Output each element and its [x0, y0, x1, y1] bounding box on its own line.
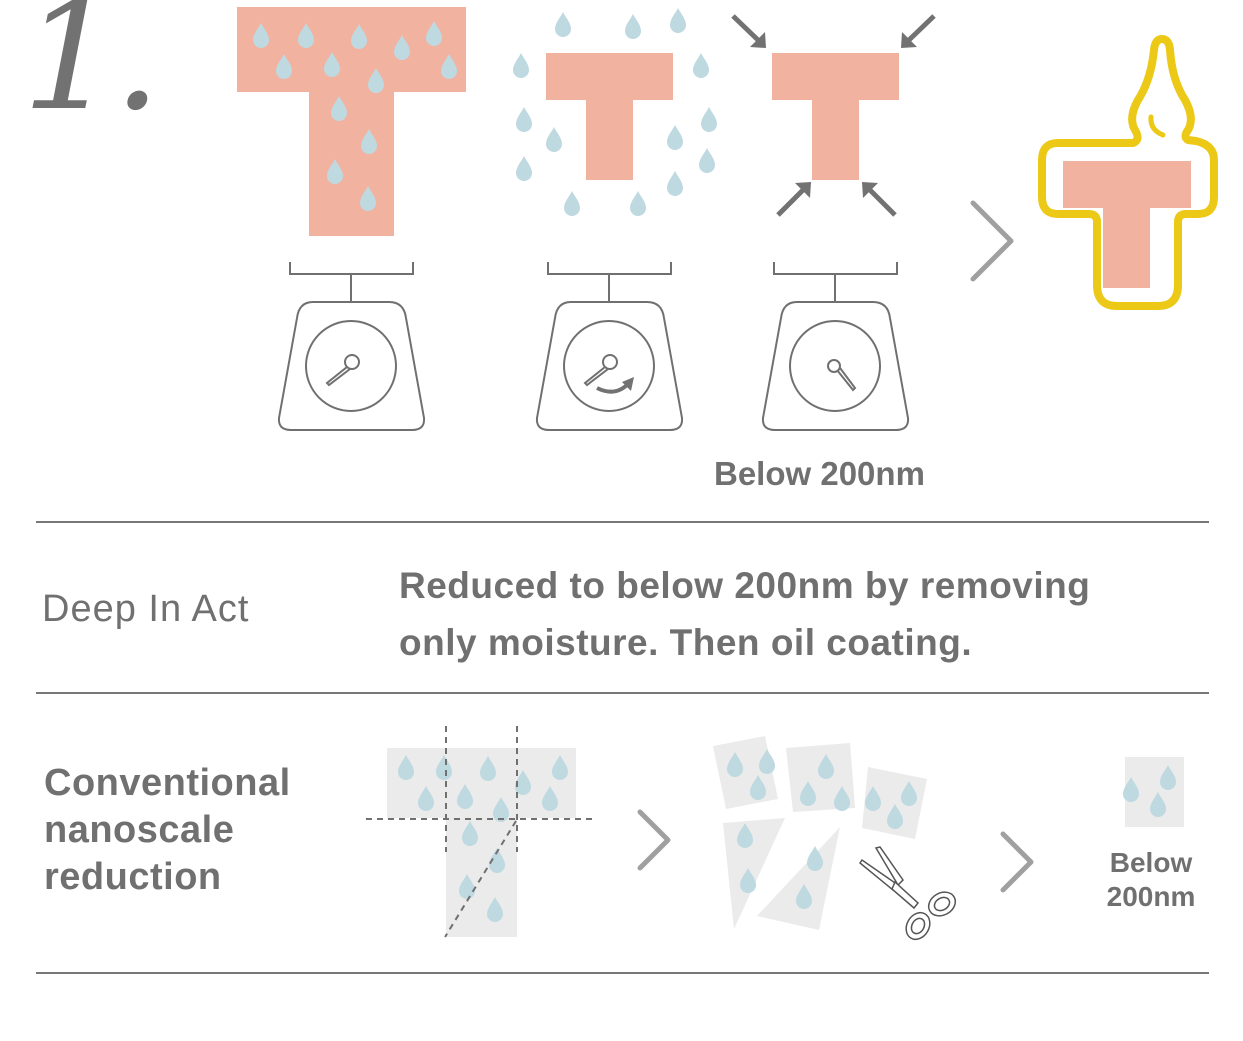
material-t-shape: [237, 7, 466, 236]
droplet-icon: [667, 125, 683, 150]
deep-in-act-label: Deep In Act: [42, 588, 250, 630]
droplet-icon: [513, 53, 529, 78]
cut-lines: [366, 726, 597, 938]
chevron-right-icon: [1000, 831, 1034, 893]
conventional-result-label: Below 200nm: [1090, 846, 1212, 914]
arrow-in-icon: [901, 14, 936, 48]
label-line: 200nm: [1106, 881, 1196, 912]
conventional-result-piece: [1123, 757, 1184, 827]
stage-moisture-removal: [513, 8, 717, 216]
divider: [36, 972, 1209, 974]
weight-decrease-arrow-icon: [596, 382, 630, 394]
label-line: Below: [1109, 847, 1193, 878]
droplet-icon: [630, 191, 646, 216]
sheet-piece: [757, 827, 840, 930]
scales: [277, 262, 910, 431]
flame-inner-icon: [1148, 114, 1166, 138]
droplet-icon: [564, 191, 580, 216]
stage-oil-coating: [1038, 35, 1218, 310]
sheet-piece: [723, 818, 785, 929]
conventional-cut-pieces: [713, 736, 957, 941]
scissors-icon: [858, 846, 957, 941]
arrow-in-icon: [776, 182, 811, 217]
label-line: nanoscale: [44, 809, 235, 851]
material-t-shape: [772, 53, 899, 180]
result-size-label: Below 200nm: [714, 455, 925, 492]
material-t-shape: [1063, 161, 1191, 288]
droplet-icon: [516, 156, 532, 181]
chevron-right-icon: [970, 200, 1014, 282]
conventional-label: Conventional nanoscale reduction: [44, 760, 291, 901]
flame-outline-icon: [1038, 35, 1218, 310]
material-t-shape: [546, 53, 673, 180]
arrow-in-icon: [731, 14, 766, 48]
scale-icon: [277, 262, 426, 431]
divider: [36, 692, 1209, 694]
label-line: Conventional: [44, 762, 291, 804]
label-line: reduction: [44, 856, 222, 898]
arrow-in-icon: [862, 182, 897, 217]
stage-wet-material: [237, 7, 466, 236]
droplet-icon: [667, 171, 683, 196]
droplet-icon: [516, 107, 532, 132]
scale-icon: [535, 262, 684, 431]
droplet-icon: [670, 8, 686, 33]
chevron-right-icon: [637, 809, 671, 871]
droplet-icon: [546, 127, 562, 152]
droplet-icon: [555, 12, 571, 37]
step-number: 1.: [22, 0, 161, 144]
droplet-icon: [701, 107, 717, 132]
droplet-icon: [699, 148, 715, 173]
scale-icon: [761, 262, 910, 431]
droplet-icon: [693, 53, 709, 78]
deep-in-act-description: Reduced to below 200nm by removing only …: [399, 557, 1090, 671]
stage-compression: [731, 14, 936, 217]
divider: [36, 521, 1209, 523]
droplet-icon: [625, 14, 641, 39]
description-line: Reduced to below 200nm by removing: [399, 565, 1091, 606]
conventional-cut-sheet: [366, 726, 597, 938]
sheet-t-shape: [387, 748, 576, 937]
description-line: only moisture. Then oil coating.: [399, 622, 973, 663]
